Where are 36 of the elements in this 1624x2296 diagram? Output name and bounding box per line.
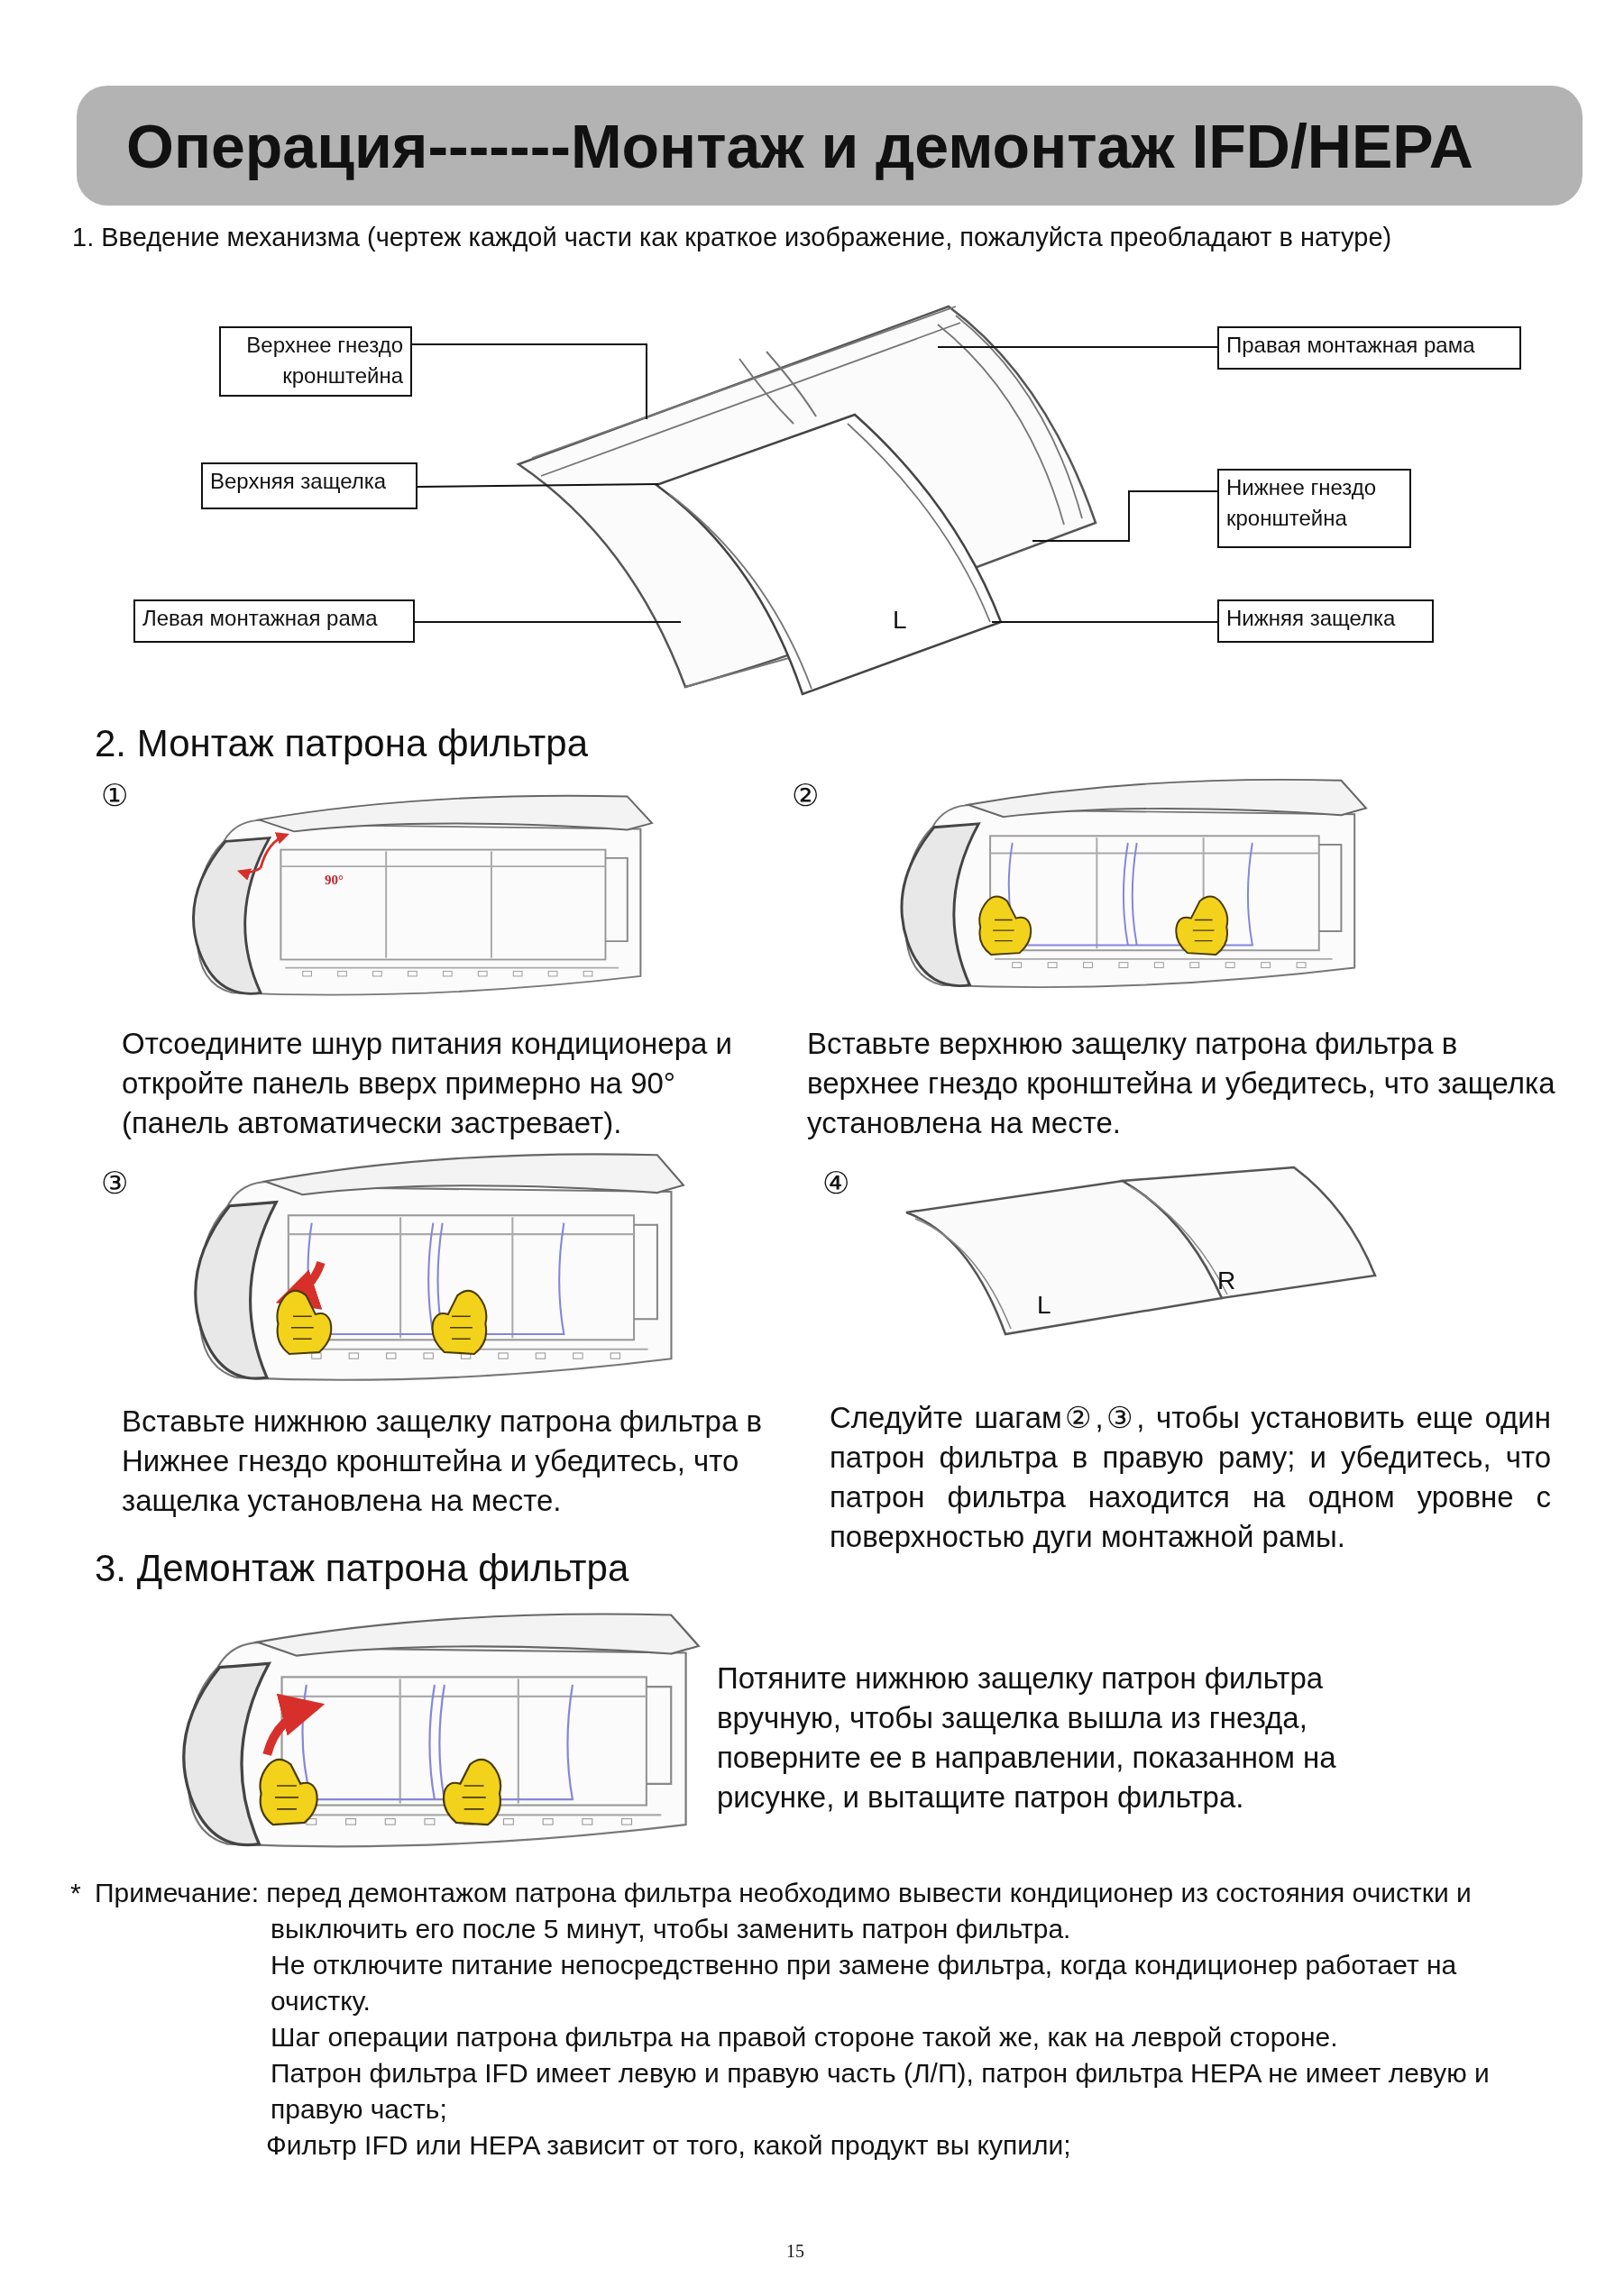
leader-line: [1032, 490, 1218, 542]
callout-label: Правая монтажная рама: [1217, 326, 1521, 370]
instruction-text: Отсоедините шнур питания кондиционера и откройте панель вверх примерно на 90° (панель автоматически застревает).: [122, 1026, 733, 1141]
callout-label: Нижняя защелка: [1217, 599, 1434, 643]
note-text: Не отключите питание непосредственно при замене фильтра, когда кондиционер работает на очистку.: [271, 1949, 1458, 2017]
note-text: Примечание: перед демонтажом патрона фильтра необходимо вывести кондиционер из состояния очистки и выключить его после 5 минут, чтобы заменить патрон фильтра.: [95, 1877, 1473, 1945]
section-heading: 3. Демонтаж патрона фильтра: [95, 1546, 629, 1591]
step-number: ④: [822, 1165, 850, 1201]
leader-line: [937, 346, 1218, 348]
note-text: Патрон фильтра IFD имеет левую и правую часть (Л/П), патрон фильтра HEPA не имеет левую и правую часть;: [271, 2057, 1491, 2126]
angle-label: 90°: [325, 873, 344, 888]
note-marker: *: [70, 1877, 81, 1909]
side-letter: R: [1217, 1267, 1236, 1295]
section-heading: 2. Монтаж патрона фильтра: [95, 721, 589, 766]
leader-line: [417, 483, 659, 488]
instruction-text: Потяните нижнюю защелку патрон фильтра вручную, чтобы защелка вышла из гнезда, поверните ее в направлении, показанном на рисунке, и вытащите патрон фильтра.: [717, 1660, 1337, 1816]
side-letter: L: [1037, 1291, 1051, 1320]
step-number: ①: [101, 777, 129, 813]
step-number: ③: [101, 1165, 129, 1201]
callout-label: Верхнее гнездо кронштейна: [219, 326, 412, 397]
side-letter: L: [893, 606, 907, 635]
callout-label: Верхняя защелка: [201, 462, 417, 509]
callout-label: Левая монтажная рама: [133, 599, 415, 643]
leader-line: [414, 621, 682, 623]
leader-line: [991, 621, 1218, 623]
note-text: Шаг операции патрона фильтра на правой стороне такой же, как на леврой стороне.: [271, 2021, 1339, 2054]
instruction-text: Вставьте верхнюю защелку патрона фильтра в верхнее гнездо кронштейна и убедитесь, что защелка установлена на месте.: [807, 1026, 1555, 1141]
note-text: Фильтр IFD или HEPA зависит от того, какой продукт вы купили;: [266, 2129, 1072, 2162]
page-number: 15: [786, 2241, 804, 2262]
intro-text: 1. Введение механизма (чертеж каждой части как краткое изображение, пожалуйста преобладают в натуре): [72, 222, 1393, 253]
page-title: Операция-------Монтаж и демонтаж IFD/HEPA: [126, 110, 1473, 181]
leader-line: [411, 343, 647, 420]
instruction-text: Вставьте нижнюю защелку патрона фильтра в Нижнее гнездо кронштейна и убедитесь, что защелка установлена на месте.: [122, 1404, 763, 1519]
instruction-text: Следуйте шагам②,③, чтобы установить еще один патрон фильтра в правую раму; и убедитесь, что патрон фильтра находится на одном уровне с поверхностью дуги монтажной рамы.: [830, 1400, 1551, 1555]
callout-label: Нижнее гнездо кронштейна: [1217, 469, 1411, 548]
step-number: ②: [792, 777, 820, 813]
